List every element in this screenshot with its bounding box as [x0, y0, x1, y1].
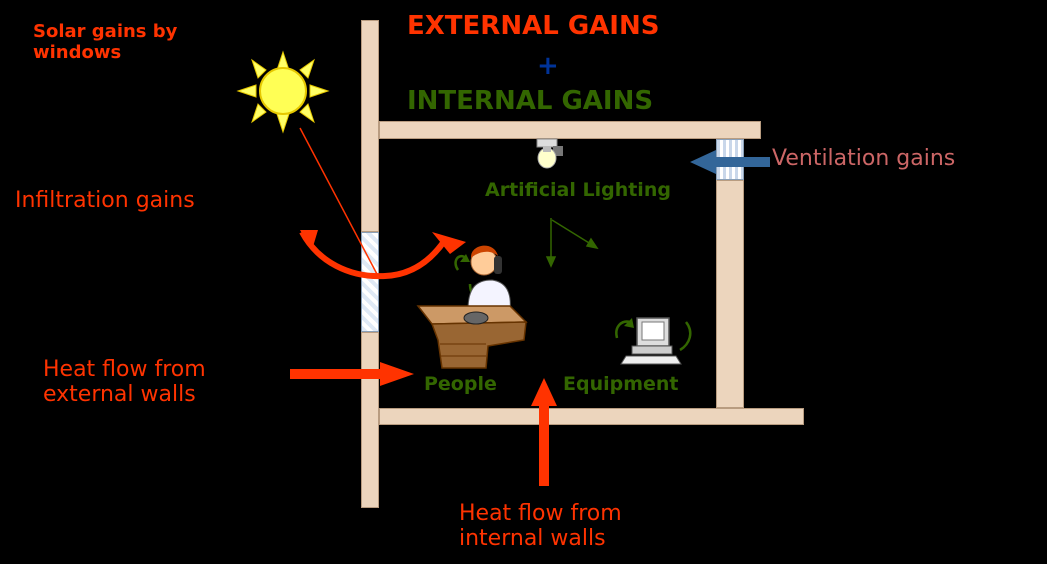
- heat-internal-label: Heat flow from internal walls: [459, 501, 622, 552]
- equipment-label: Equipment: [563, 373, 679, 395]
- sun-icon: [236, 50, 330, 134]
- plus-sign: +: [537, 51, 559, 81]
- right-internal-wall: [716, 180, 744, 408]
- window: [361, 232, 379, 332]
- solar-gains-label: Solar gains by windows: [33, 21, 178, 63]
- internal-gains-title: INTERNAL GAINS: [407, 86, 654, 116]
- ventilation-gains-label: Ventilation gains: [772, 146, 956, 171]
- artificial-lighting-label: Artificial Lighting: [485, 179, 671, 201]
- ceiling-wall: [379, 121, 761, 139]
- person-at-desk-icon: [416, 245, 528, 369]
- external-gains-title: EXTERNAL GAINS: [407, 11, 660, 41]
- lighting-rays: [545, 218, 599, 268]
- ventilation-arrow: [690, 150, 770, 174]
- lamp-icon: [536, 138, 563, 169]
- infiltration-arrow: [299, 230, 466, 280]
- heat-external-label: Heat flow from external walls: [43, 357, 206, 408]
- left-external-wall-top: [361, 20, 379, 232]
- computer-icon: [615, 317, 692, 365]
- heat-external-arrow: [290, 362, 414, 386]
- people-label: People: [424, 373, 497, 395]
- floor-wall: [379, 408, 804, 425]
- heat-internal-arrow: [531, 378, 557, 486]
- infiltration-gains-label: Infiltration gains: [15, 188, 195, 213]
- solar-ray-line: [299, 127, 379, 277]
